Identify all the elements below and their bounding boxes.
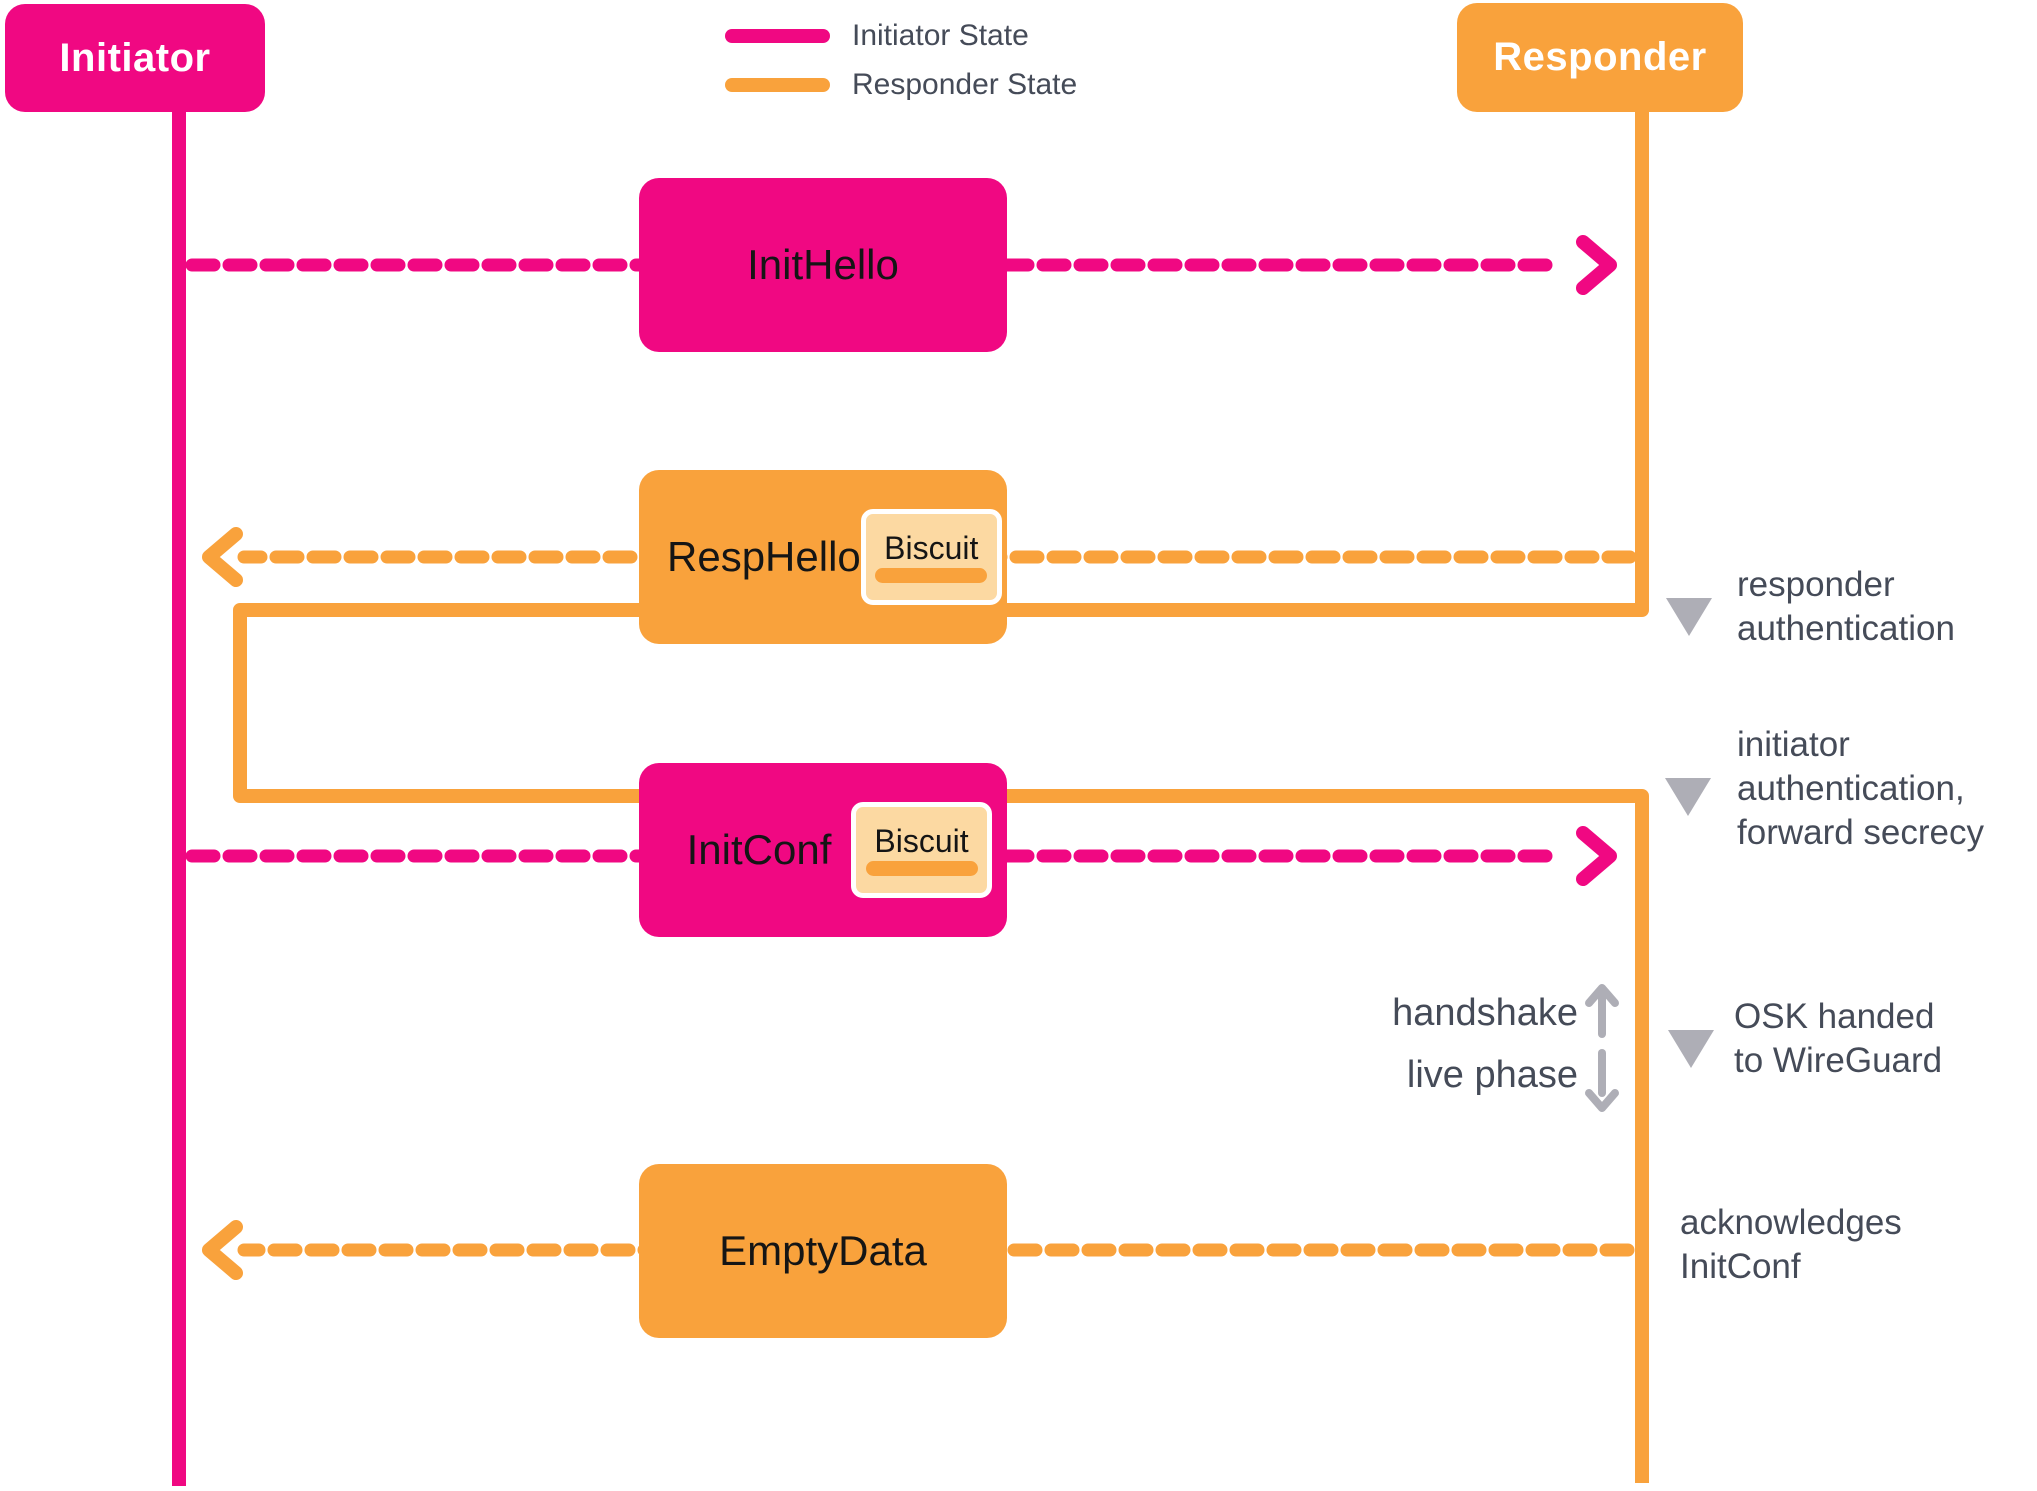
legend: Initiator State Responder State [725,14,1077,112]
annotation-initiator-authentication: initiator authentication, forward secrec… [1737,725,1985,852]
responder-actor-label: Responder [1493,35,1707,79]
responder-actor-box: Responder [1457,3,1743,112]
legend-row-initiator: Initiator State [725,14,1077,58]
initconf-biscuit-underline-icon [865,861,978,876]
message-box-initconf: InitConf Biscuit [639,763,1007,937]
responder-state-line [233,110,1649,1483]
emptydata-label: EmptyData [719,1227,927,1274]
annotation-acknowledges-initconf: acknowledges InitConf [1680,1203,1902,1286]
initiator-state-label: Initiator State [852,19,1029,52]
resphello-biscuit-box: Biscuit [860,509,1002,605]
initiator-actor-label: Initiator [59,35,211,80]
responder-auth-marker-icon [1666,598,1712,636]
resphello-biscuit-underline-icon [875,568,988,583]
annotation-responder-authentication: responder authentication [1737,565,1955,648]
initconf-biscuit-box: Biscuit [851,802,992,898]
message-box-inithello: InitHello [639,178,1007,352]
responder-state-swatch-icon [725,78,830,92]
initiator-state-swatch-icon [725,29,830,43]
handshake-phase-label: handshake [1392,992,1578,1034]
resphello-arrowhead-icon [202,527,243,587]
emptydata-arrowhead-icon [202,1220,243,1280]
live-phase-down-arrowhead-icon [1585,1089,1619,1112]
inithello-label: InitHello [747,241,899,288]
initiator-auth-marker-icon [1665,778,1711,816]
initconf-arrowhead-icon [1576,826,1617,886]
initconf-biscuit-label: Biscuit [874,823,969,859]
legend-row-responder: Responder State [725,63,1077,107]
responder-state-label: Responder State [852,68,1078,101]
osk-marker-icon [1668,1030,1714,1068]
message-box-resphello: RespHello Biscuit [639,470,1007,644]
initiator-actor-box: Initiator [5,4,265,112]
initconf-label: InitConf [686,826,832,873]
resphello-label: RespHello [667,533,861,580]
message-box-emptydata: EmptyData [639,1164,1007,1338]
live-phase-label: live phase [1406,1054,1578,1096]
annotation-osk-wireguard: OSK handed to WireGuard [1734,997,1943,1080]
handshake-up-arrowhead-icon [1585,984,1619,1007]
inithello-arrowhead-icon [1576,235,1617,295]
resphello-biscuit-label: Biscuit [884,530,979,566]
